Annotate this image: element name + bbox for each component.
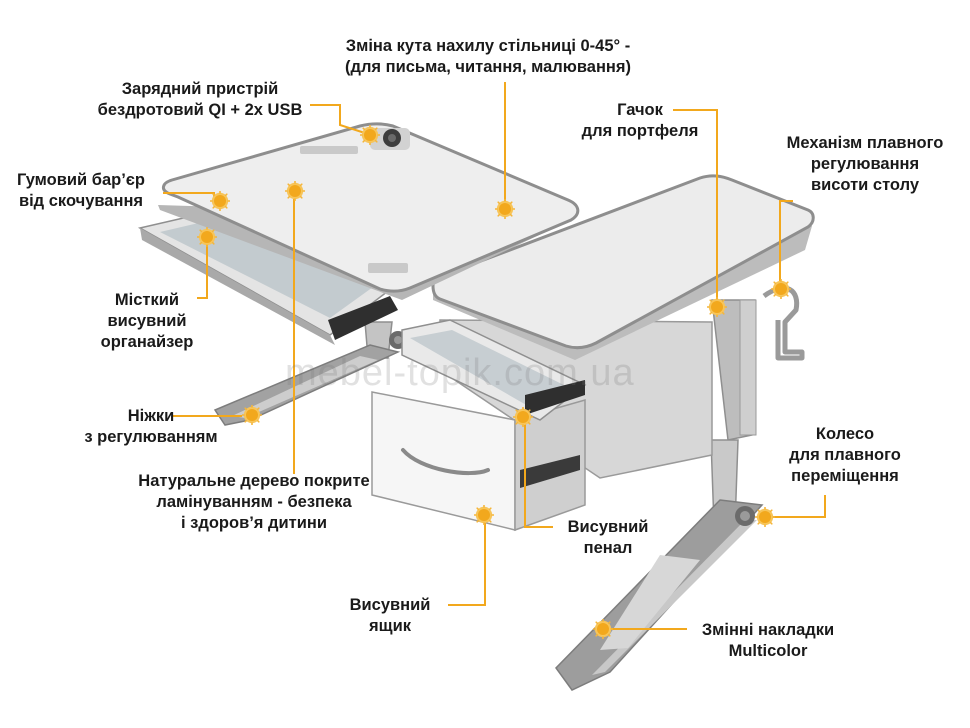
label-line: Змінні накладки xyxy=(701,621,835,639)
label-line: бездротовий QI + 2x USB xyxy=(97,101,303,119)
label-legs: Ніжки з регулюванням xyxy=(76,406,226,448)
label-line: органайзер xyxy=(100,333,194,351)
sun-marker-icon xyxy=(197,227,217,247)
label-line: регулювання xyxy=(810,155,920,173)
label-pads: Змінні накладки Multicolor xyxy=(688,620,848,662)
label-charger: Зарядний пристрій бездротовий QI + 2x US… xyxy=(82,79,318,121)
label-line: переміщення xyxy=(791,467,899,485)
label-drawer: Висувний ящик xyxy=(338,595,442,637)
label-line: для портфеля xyxy=(581,122,699,140)
right-leg xyxy=(555,285,805,691)
label-line: з регулюванням xyxy=(84,428,218,446)
label-line: Ніжки xyxy=(127,407,175,425)
label-wheel: Колесо для плавного переміщення xyxy=(765,424,925,487)
sun-marker-icon xyxy=(360,125,380,145)
label-hook: Гачок для портфеля xyxy=(560,100,720,142)
label-line: (для письма, читання, малювання) xyxy=(344,58,632,76)
label-line: ламінуванням - безпека xyxy=(156,493,352,511)
label-barrier: Гумовий бар’єр від скочування xyxy=(0,170,162,212)
sun-marker-icon xyxy=(593,619,613,639)
label-line: Гумовий бар’єр xyxy=(17,171,145,189)
label-line: і здоров’я дитини xyxy=(181,514,327,532)
label-line: Гачок xyxy=(617,101,663,119)
sun-marker-icon xyxy=(285,181,305,201)
sun-marker-icon xyxy=(210,191,230,211)
watermark: mebel-topik.com.ua xyxy=(285,352,635,394)
label-line: Натуральне дерево покрите xyxy=(138,472,370,490)
label-wood: Натуральне дерево покрите ламінуванням -… xyxy=(118,471,390,534)
label-line: Місткий xyxy=(114,291,180,309)
sun-marker-icon xyxy=(474,505,494,525)
label-line: ящик xyxy=(369,617,411,635)
label-line: Колесо xyxy=(815,425,875,443)
label-line: Механізм плавного xyxy=(786,134,944,152)
label-line: Зміна кута нахилу стільниці 0-45° - xyxy=(345,37,631,55)
label-line: для плавного xyxy=(789,446,901,464)
label-line: Висувний xyxy=(567,518,649,536)
label-organizer: Місткий висувний органайзер xyxy=(82,290,212,353)
label-line: Multicolor xyxy=(728,642,808,660)
label-line: висувний xyxy=(107,312,187,330)
leader-lines xyxy=(163,82,826,630)
left-desktop xyxy=(158,122,580,300)
sun-marker-icon xyxy=(242,405,262,425)
sun-marker-icon xyxy=(771,279,791,299)
label-pencil-case: Висувний пенал xyxy=(556,517,660,559)
sun-marker-icon xyxy=(513,407,533,427)
sun-marker-icon xyxy=(495,199,515,219)
label-line: від скочування xyxy=(18,192,144,210)
label-line: Зарядний пристрій xyxy=(121,80,279,98)
label-height: Механізм плавного регулювання висоти сто… xyxy=(770,133,960,196)
label-line: пенал xyxy=(583,539,633,557)
sun-marker-icon xyxy=(755,507,775,527)
sun-marker-icon xyxy=(707,297,727,317)
label-line: висоти столу xyxy=(810,176,920,194)
label-line: Висувний xyxy=(349,596,431,614)
drawer-cabinet xyxy=(371,319,713,532)
label-tilt: Зміна кута нахилу стільниці 0-45° - (для… xyxy=(322,36,654,78)
